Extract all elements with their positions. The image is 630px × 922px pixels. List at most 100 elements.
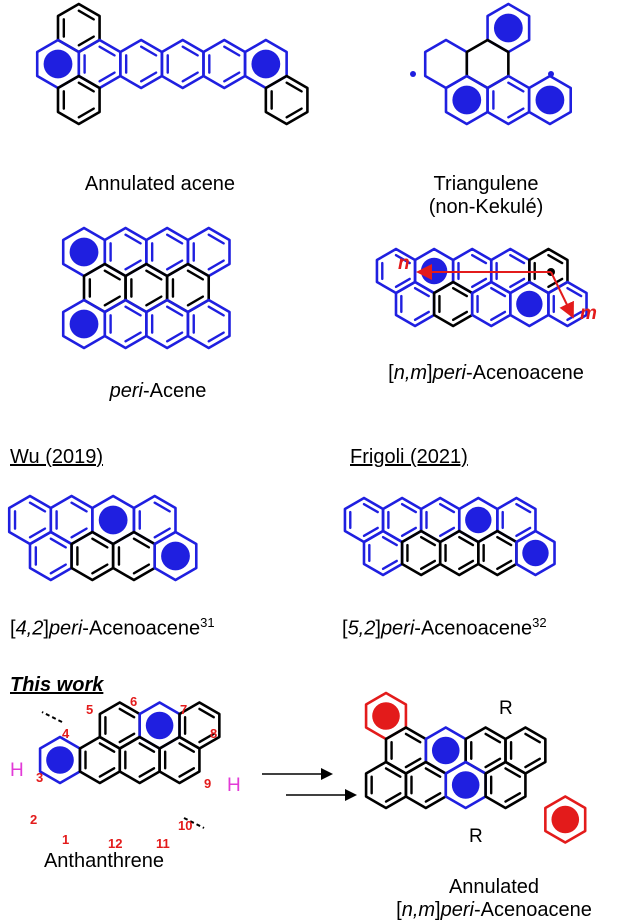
- double-bond: [98, 742, 116, 753]
- double-bond: [384, 767, 402, 778]
- double-bond: [362, 526, 379, 538]
- position-number: 2: [30, 812, 38, 827]
- product-label-2: [n,m]peri-Acenoacene: [396, 899, 592, 921]
- double-bond: [515, 502, 532, 514]
- double-bond: [145, 295, 163, 307]
- double-bond: [28, 501, 47, 513]
- aromatic-sextet-dot: [451, 771, 480, 799]
- double-bond: [124, 305, 142, 317]
- double-bond: [198, 707, 215, 719]
- double-bond: [207, 259, 225, 271]
- double-bond: [547, 253, 564, 265]
- aromatic-sextet-dot: [431, 736, 460, 765]
- position-number: 6: [130, 694, 138, 709]
- ring: [544, 795, 587, 844]
- double-bond: [165, 259, 184, 271]
- double-bond: [49, 563, 67, 575]
- ring: [56, 74, 101, 126]
- position-number: 12: [108, 836, 123, 851]
- double-bond: [103, 295, 121, 307]
- arrow-m-label: m: [580, 303, 597, 324]
- double-bond: [471, 277, 488, 289]
- double-bond: [496, 559, 513, 571]
- aromatic-sextet-dot: [465, 506, 492, 534]
- double-bond: [118, 732, 136, 744]
- annulated-acene-structure: [35, 2, 309, 126]
- double-bond: [153, 501, 171, 513]
- double-bond: [186, 269, 205, 281]
- product-label-1: Annulated: [448, 876, 540, 898]
- double-bond: [413, 310, 430, 322]
- aromatic-sextet-dot: [452, 85, 482, 115]
- aromatic-sextet-dot: [43, 49, 73, 79]
- a52-label: [5,2]peri-Acenoacene32: [342, 615, 547, 640]
- triangulene-label: Triangulene: [433, 173, 539, 195]
- radical-dot: [410, 71, 416, 77]
- double-bond: [124, 331, 142, 343]
- position-number: 8: [210, 726, 218, 741]
- double-bond: [198, 732, 215, 744]
- anthanthrene-label: Anthanthrene: [43, 850, 165, 872]
- extension-bond: [183, 817, 205, 829]
- nm-peri-acenoacene-label: [n,m]peri-Acenoacene: [388, 362, 584, 384]
- arrow-n-label: n: [398, 253, 410, 274]
- double-bond: [490, 286, 507, 298]
- double-bond: [509, 253, 526, 265]
- double-bond: [98, 45, 116, 57]
- double-bond: [165, 305, 184, 317]
- double-bond: [223, 45, 241, 57]
- double-bond: [223, 71, 241, 83]
- double-bond: [458, 559, 475, 571]
- position-number: 9: [204, 776, 212, 791]
- double-bond: [504, 792, 522, 803]
- double-bond: [285, 81, 303, 93]
- aromatic-sextet-dot: [516, 290, 543, 318]
- position-number: 3: [36, 770, 44, 785]
- double-bond: [419, 535, 437, 547]
- h-right-label: H: [227, 775, 241, 796]
- anthanthrene-structure: [38, 701, 221, 785]
- aromatic-sextet-dot: [372, 702, 400, 730]
- wu-2019-heading: Wu (2019): [10, 446, 104, 468]
- aromatic-sextet-dot: [251, 49, 281, 79]
- double-bond: [509, 277, 526, 289]
- annulated-acene-label: Annulated acene: [84, 173, 236, 195]
- double-bond: [91, 537, 109, 549]
- ring: [153, 530, 198, 582]
- r-top-label: R: [499, 698, 513, 719]
- double-bond: [394, 277, 411, 289]
- double-bond: [507, 81, 525, 93]
- double-bond: [504, 767, 522, 778]
- double-bond: [524, 757, 541, 769]
- a42-label: [4,2]peri-Acenoacene31: [10, 615, 215, 640]
- double-bond: [98, 767, 116, 778]
- double-bond: [70, 527, 88, 539]
- aromatic-sextet-dot: [551, 805, 580, 834]
- double-bond: [362, 502, 379, 514]
- double-bond: [77, 81, 95, 93]
- double-bond: [124, 233, 142, 245]
- ring: [547, 280, 588, 328]
- double-bond: [77, 107, 95, 119]
- double-bond: [118, 707, 136, 719]
- position-number: 1: [62, 832, 70, 847]
- double-bond: [451, 286, 469, 298]
- double-bond: [381, 535, 398, 547]
- double-bond: [165, 233, 184, 245]
- double-bond: [285, 107, 303, 119]
- double-bond: [98, 71, 116, 83]
- double-bond: [77, 35, 95, 47]
- position-number: 10: [178, 818, 193, 833]
- non-kekule-label: (non-Kekulé): [428, 196, 544, 218]
- double-bond: [124, 259, 142, 271]
- position-number: 7: [180, 702, 188, 717]
- double-bond: [77, 9, 95, 21]
- ring: [515, 529, 556, 577]
- double-bond: [91, 563, 109, 575]
- double-bond: [451, 310, 469, 322]
- double-bond: [484, 732, 502, 744]
- double-bond: [207, 331, 225, 343]
- product-structure: [364, 691, 587, 844]
- this-work-heading: This work: [10, 674, 104, 696]
- peri-acene-label: peri-Acene: [109, 380, 207, 402]
